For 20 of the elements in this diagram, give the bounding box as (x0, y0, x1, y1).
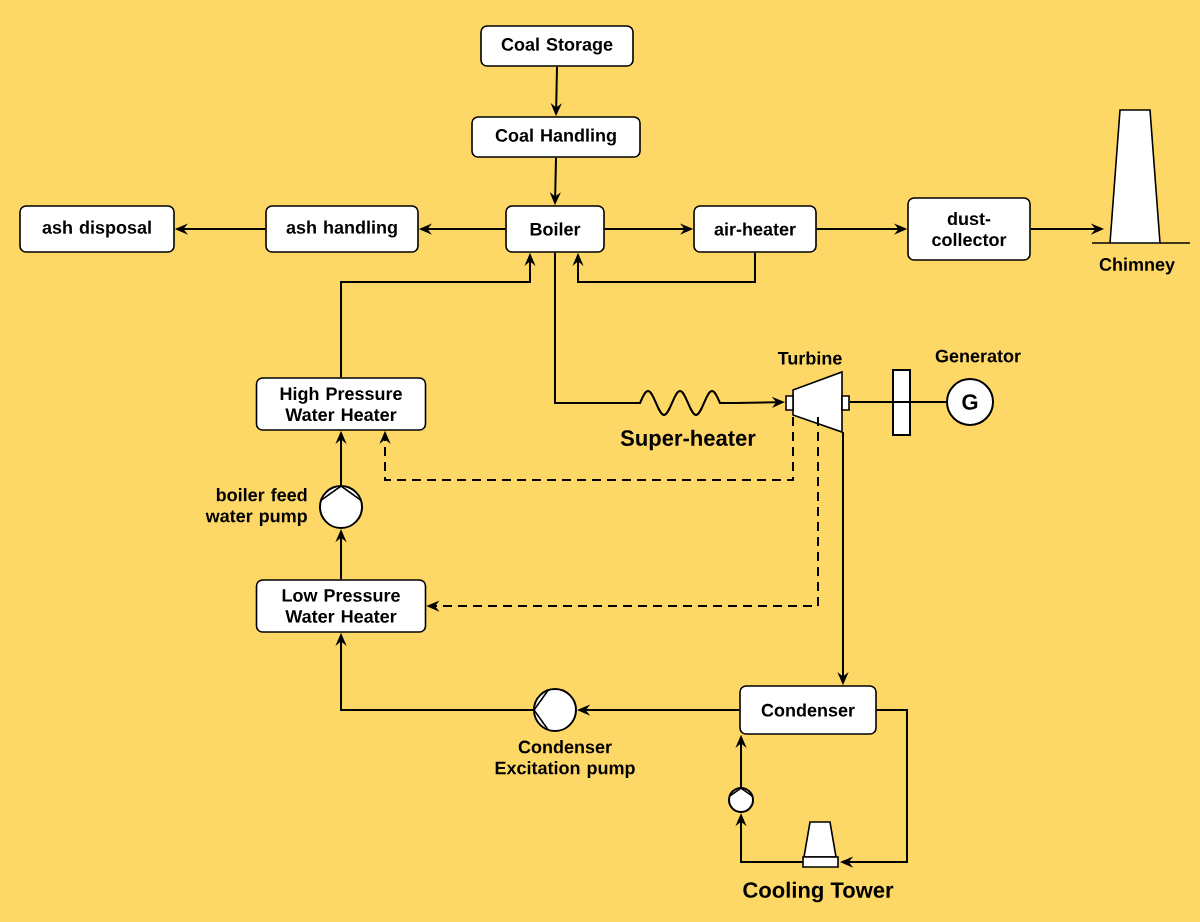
process-box: ash disposal (19, 205, 175, 253)
turbine-label: Turbine (777, 351, 842, 365)
process-box: Condenser (739, 685, 877, 735)
process-box: Low Pressure Water Heater (255, 579, 427, 633)
process-box: dust-collector (907, 197, 1031, 261)
process-box: Boiler (505, 205, 605, 253)
edge-label: Super-heater (620, 429, 756, 451)
chimney-label: Chimney (1099, 257, 1175, 275)
pump-label: Condenser Excitation pump (495, 740, 635, 778)
process-box: Coal Storage (480, 25, 634, 67)
arrow (572, 251, 756, 283)
process-box: air-heater (693, 205, 817, 253)
process-box: ash handling (265, 205, 419, 253)
pump-label: boiler feed water pump (205, 488, 307, 526)
process-box: High Pressure Water Heater (255, 377, 427, 431)
generator-label: Generator (935, 349, 1021, 363)
arrow (379, 416, 794, 481)
connector-line (849, 401, 947, 403)
cooling-tower-label: Cooling Tower (743, 881, 894, 903)
process-box: Coal Handling (471, 116, 641, 158)
